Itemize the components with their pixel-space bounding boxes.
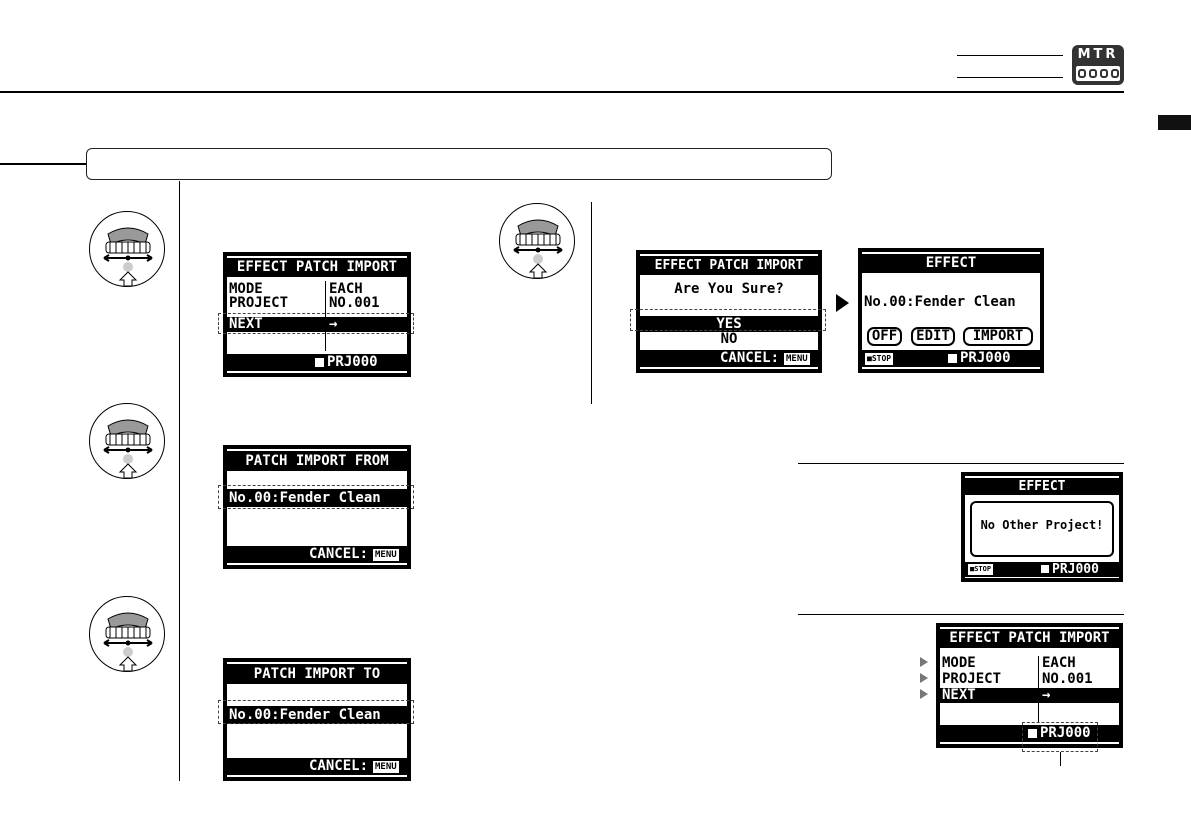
import-button: IMPORT (963, 327, 1033, 346)
lcd-screen-import-from: PATCH IMPORT FROM No.00:Fender Clean CAN… (223, 445, 411, 569)
note-rule (798, 463, 1124, 464)
folder-icon (948, 354, 957, 363)
screen-title: EFFECT PATCH IMPORT (940, 629, 1119, 648)
project-value: NO.001 (1042, 671, 1093, 687)
project-label: PROJECT (229, 296, 289, 307)
selection-highlight (630, 309, 826, 331)
yes-option: YES (640, 316, 818, 332)
mode-value: EACH (329, 281, 363, 297)
message-box (970, 501, 1114, 557)
mid-column-divider (591, 202, 592, 404)
footer-bar (227, 758, 407, 775)
menu-key-icon: MENU (373, 761, 399, 773)
edit-button: EDIT (911, 327, 955, 346)
column-divider (1038, 656, 1039, 722)
message-text: No Other Project! (980, 518, 1104, 532)
mtr-badge: MTR (1072, 45, 1124, 85)
header-rule-1 (957, 55, 1063, 56)
screen-title: EFFECT PATCH IMPORT (640, 256, 818, 275)
callout-line (1060, 752, 1061, 766)
lcd-screen-import-menu: EFFECT PATCH IMPORT MODE EACH PROJECT NO… (936, 623, 1123, 748)
selection-highlight (218, 313, 414, 334)
screen-title: PATCH IMPORT TO (227, 664, 407, 684)
next-pointer-icon (920, 689, 928, 699)
note-rule (798, 614, 1124, 615)
screen-title: PATCH IMPORT FROM (227, 451, 407, 471)
next-arrow: → (1042, 687, 1051, 703)
project-highlight (1022, 722, 1098, 752)
next-label: NEXT (942, 687, 976, 703)
patch-name: No.00:Fender Clean (864, 294, 1016, 310)
next-label: NEXT (229, 316, 263, 332)
project-value: NO.001 (329, 296, 380, 307)
folder-icon (1041, 565, 1049, 573)
screen-title: EFFECT (862, 254, 1040, 273)
dial-icon (89, 403, 165, 479)
mode-label: MODE (942, 655, 976, 671)
project-name: PRJ000 (327, 354, 378, 370)
selection-highlight (218, 485, 414, 509)
column-divider (325, 281, 326, 351)
lcd-screen-confirm: EFFECT PATCH IMPORT Are You Sure? YES NO… (636, 250, 822, 373)
lcd-screen-effect: EFFECT No.00:Fender Clean OFF EDIT IMPOR… (858, 248, 1044, 373)
header-rule-2 (957, 77, 1063, 78)
next-step-arrow-icon (836, 294, 849, 312)
cancel-label: CANCEL: (309, 758, 369, 774)
dial-icon (499, 203, 575, 279)
project-label: PROJECT (942, 671, 1002, 687)
footer-bar (227, 546, 407, 563)
cancel-label: CANCEL: (309, 546, 369, 562)
menu-key-icon: MENU (784, 353, 810, 365)
cancel-label: CANCEL: (720, 350, 780, 366)
lcd-screen-import-menu: EFFECT PATCH IMPORT MODE EACH PROJECT NO… (223, 252, 411, 377)
next-row-highlight (227, 317, 407, 332)
chapter-tab (1158, 115, 1191, 130)
project-name: PRJ000 (960, 350, 1011, 366)
mtr-badge-label: MTR (1077, 47, 1119, 62)
page-header-line (0, 91, 1124, 93)
project-name: PRJ000 (1052, 562, 1099, 577)
footer-bar (640, 350, 818, 367)
menu-key-icon: MENU (373, 549, 399, 561)
mode-label: MODE (229, 281, 263, 297)
dial-icon (89, 211, 165, 287)
screen-title: EFFECT (965, 478, 1119, 495)
next-arrow: → (329, 316, 338, 332)
folder-icon (1028, 729, 1037, 738)
selection-highlight (218, 700, 414, 724)
patch-item: No.00:Fender Clean (227, 706, 407, 724)
dial-icon (89, 596, 165, 672)
project-pointer-icon (920, 673, 928, 683)
section-heading-box (86, 148, 832, 180)
mode-value: EACH (1042, 655, 1076, 671)
no-option: NO (720, 332, 738, 345)
patch-item: No.00:Fender Clean (227, 489, 407, 507)
folder-icon (315, 358, 324, 367)
confirm-question: Are You Sure? (674, 281, 784, 297)
mode-pointer-icon (920, 657, 928, 667)
next-row-highlight (940, 688, 1119, 703)
lcd-screen-no-project: EFFECT No Other Project! ■STOP PRJ000 (961, 472, 1123, 582)
track-icons (1076, 66, 1120, 81)
lcd-screen-import-to: PATCH IMPORT TO No.00:Fender Clean CANCE… (223, 658, 411, 781)
screen-title: EFFECT PATCH IMPORT (227, 258, 407, 277)
project-name: PRJ000 (1040, 725, 1091, 741)
left-column-divider (179, 181, 180, 781)
stop-key-icon: ■STOP (968, 564, 994, 575)
off-button: OFF (867, 327, 902, 346)
stop-key-icon: ■STOP (865, 353, 894, 365)
section-leader-line (0, 163, 86, 165)
